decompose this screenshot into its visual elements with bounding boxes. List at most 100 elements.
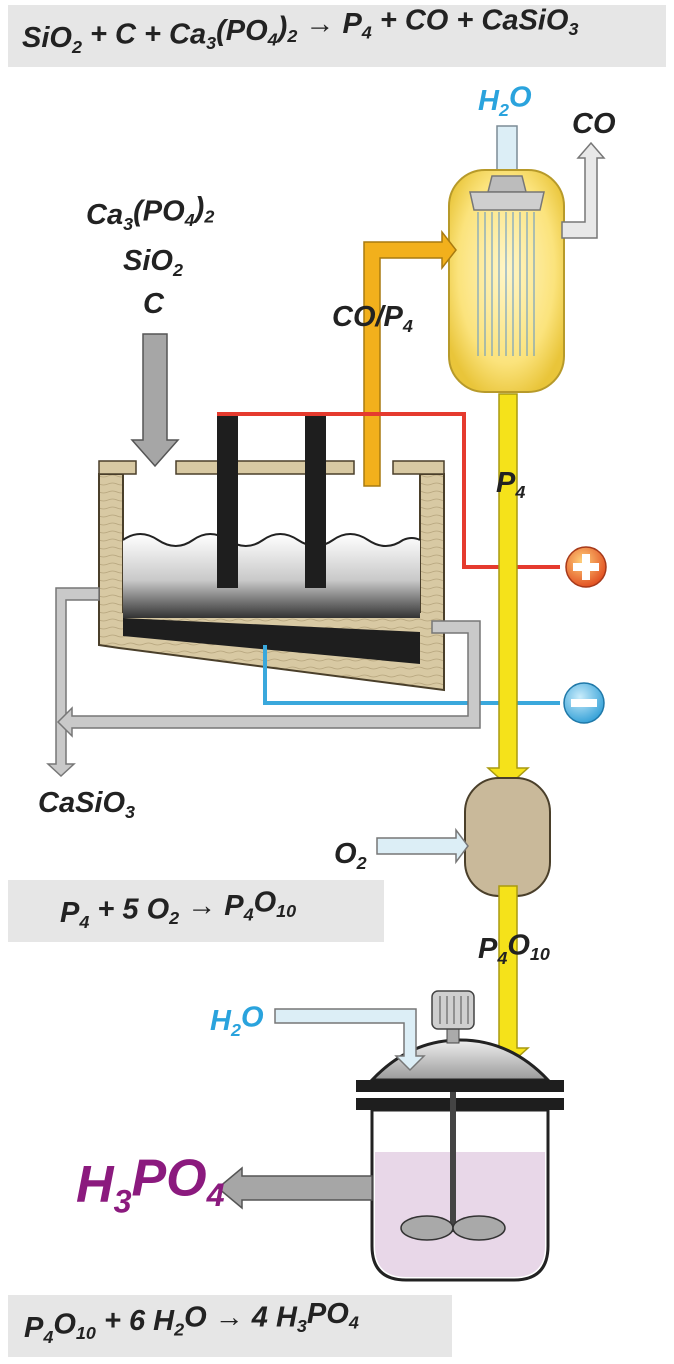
melt-surface xyxy=(122,533,421,547)
motor-stem xyxy=(446,1028,460,1044)
formula-text: (PO xyxy=(216,15,268,47)
reactor-liquid xyxy=(375,1152,545,1277)
formula-text: O → 4 H xyxy=(184,1301,298,1333)
formula-text: P xyxy=(496,467,516,499)
positive-terminal xyxy=(565,546,607,588)
formula-text: + C + Ca xyxy=(82,18,206,50)
furnace-bottom-electrode xyxy=(123,618,420,664)
electrode-1 xyxy=(217,416,238,588)
negative-terminal xyxy=(563,682,605,724)
formula-text: O xyxy=(53,1308,76,1340)
reactor xyxy=(356,990,564,1282)
water-inlet-arrow xyxy=(274,1008,426,1072)
subscript: 3 xyxy=(206,33,216,53)
water-label-bottom: H2O xyxy=(210,1001,264,1039)
formula-text: → P xyxy=(297,8,362,40)
oxygen-label: O2 xyxy=(334,838,367,873)
formula-text: H xyxy=(210,1005,232,1037)
subscript: 4 xyxy=(243,905,254,925)
burner-vessel xyxy=(464,777,551,897)
water-inlet-pipe xyxy=(496,125,518,175)
equation-box-middle xyxy=(8,880,384,942)
subscript: 2 xyxy=(286,26,297,46)
formula-text: ) xyxy=(275,11,288,43)
slag-label: CaSiO3 xyxy=(38,787,135,822)
subscript: 2 xyxy=(230,1020,241,1040)
formula-text: → P xyxy=(179,890,244,922)
stirrer-blade-left xyxy=(400,1215,454,1241)
subscript: 4 xyxy=(348,1313,359,1333)
furnace-lid-right xyxy=(392,460,445,475)
equation-bottom: P4O10 + 6 H2O → 4 H3PO4 xyxy=(24,1298,359,1347)
furnace-melt xyxy=(123,534,420,618)
formula-text: + 6 H xyxy=(96,1305,175,1337)
subscript: 3 xyxy=(125,802,135,822)
subscript: 2 xyxy=(71,37,82,57)
product-label: H3PO4 xyxy=(76,1150,225,1220)
formula-text: O xyxy=(241,1001,264,1033)
slag-pipe-left xyxy=(46,587,100,778)
equation-box-top xyxy=(8,5,666,67)
co-p4-label: CO/P4 xyxy=(332,301,413,336)
spray-head xyxy=(487,175,527,193)
subscript: 4 xyxy=(514,482,525,502)
formula-text: SiO xyxy=(22,22,72,54)
subscript: 2 xyxy=(168,908,179,928)
co-out-label: CO xyxy=(572,108,616,140)
subscript: 4 xyxy=(496,948,507,968)
feed-label-silica: SiO2 xyxy=(123,245,183,280)
spray-nozzle xyxy=(469,191,545,211)
formula-text: O xyxy=(507,929,530,961)
formula-text: + 5 O xyxy=(89,893,169,925)
reactor-flange-bottom xyxy=(356,1098,564,1110)
furnace-lid-left xyxy=(98,460,137,475)
subscript: 3 xyxy=(114,1183,132,1219)
subscript: 10 xyxy=(76,1323,96,1343)
formula-text: CaSiO xyxy=(38,787,125,819)
formula-text: CO/P xyxy=(332,301,404,333)
formula-text: PO xyxy=(132,1150,207,1208)
p4o10-label: P4O10 xyxy=(478,929,550,967)
negative-line xyxy=(263,645,560,705)
co-exhaust-pipe xyxy=(561,141,606,239)
subscript: 4 xyxy=(402,316,413,336)
phosphorus-pipe xyxy=(486,393,530,788)
condenser xyxy=(448,125,606,393)
formula-text: P xyxy=(60,897,80,929)
subscript: 3 xyxy=(568,19,578,39)
subscript: 2 xyxy=(203,207,214,227)
formula-text: PO xyxy=(307,1298,349,1330)
furnace xyxy=(98,416,445,692)
formula-text: O xyxy=(334,838,357,870)
feed-label-carbon: C xyxy=(143,288,165,320)
subscript: 2 xyxy=(498,100,509,120)
subscript: 4 xyxy=(184,210,195,230)
formula-text: (PO xyxy=(133,195,185,227)
feed-label-calcium-phosphate: Ca3(PO4)2 xyxy=(86,192,214,234)
subscript: 4 xyxy=(78,912,89,932)
subscript: 4 xyxy=(361,23,372,43)
p4o10-pipe xyxy=(486,885,530,1068)
formula-text: SiO xyxy=(123,245,173,277)
formula-text: P xyxy=(478,933,498,965)
subscript: 3 xyxy=(297,1316,307,1336)
formula-text: H xyxy=(76,1156,115,1214)
subscript: 4 xyxy=(206,1177,225,1213)
p4-label: P4 xyxy=(496,467,525,502)
formula-text: ) xyxy=(192,192,205,224)
water-label-top: H2O xyxy=(478,81,532,119)
stirrer-motor xyxy=(431,990,475,1030)
equation-middle: P4 + 5 O2 → P4O10 xyxy=(60,886,296,931)
subscript: 10 xyxy=(530,944,550,964)
reactor-lid xyxy=(368,1038,552,1082)
subscript: 2 xyxy=(172,260,183,280)
product-outlet-arrow xyxy=(216,1166,373,1210)
subscript: 4 xyxy=(42,1327,53,1347)
stirrer-blade-right xyxy=(452,1215,506,1241)
furnace-lid-center xyxy=(175,460,355,475)
equation-top: SiO2 + C + Ca3(PO4)2 → P4 + CO + CaSiO3 xyxy=(22,4,578,56)
formula-text: H xyxy=(478,85,500,117)
reactor-flange-top xyxy=(356,1080,564,1092)
slag-pipe-right xyxy=(56,620,481,738)
